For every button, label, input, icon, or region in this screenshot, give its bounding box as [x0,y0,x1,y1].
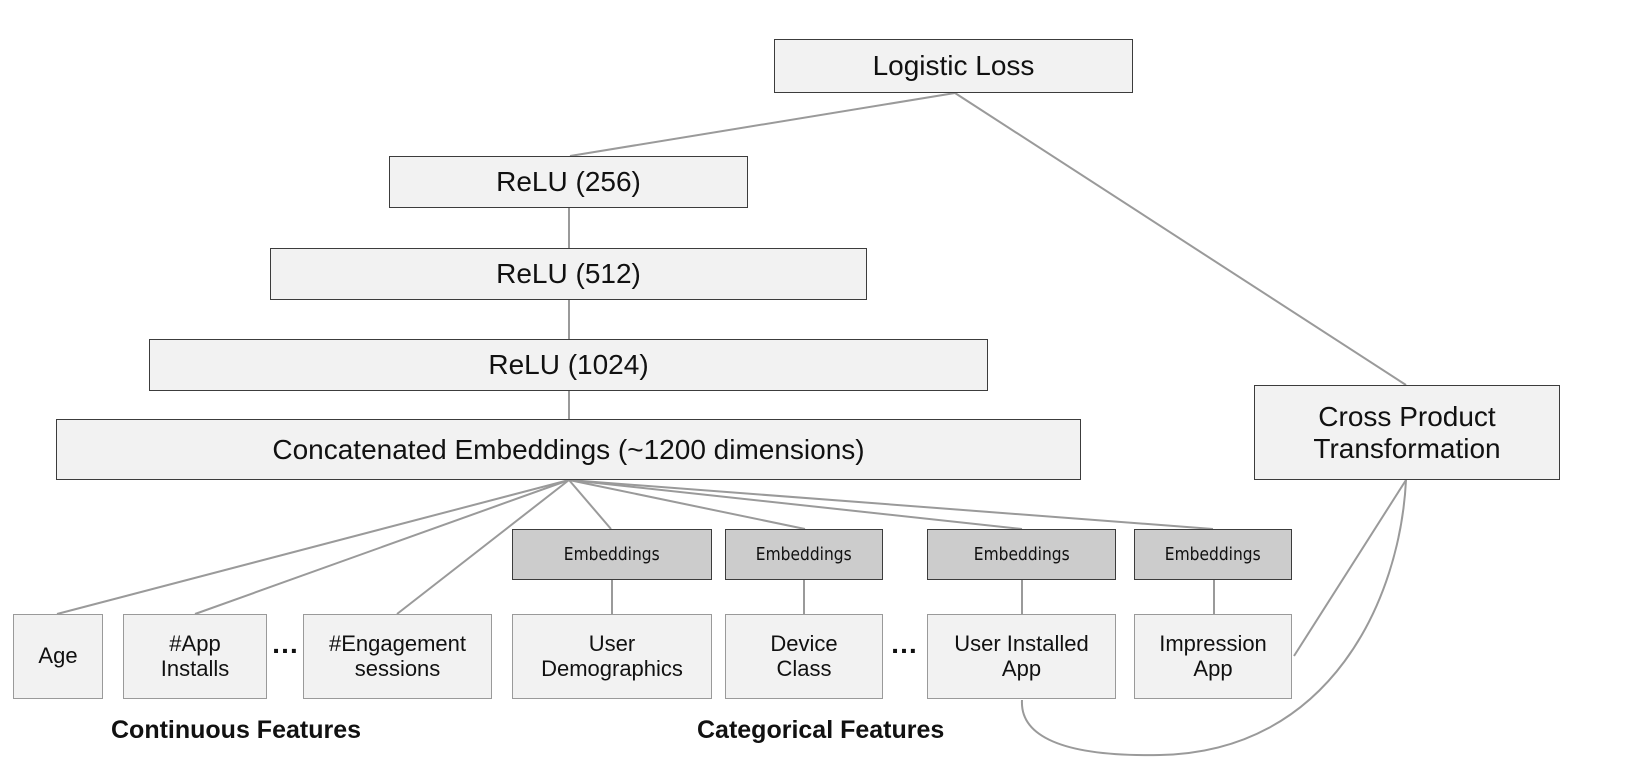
edge-crossproduct-impressionapp [1293,479,1407,657]
continuous-features-label: Continuous Features [111,716,362,744]
edge-concat-appinstalls [194,479,570,615]
feature-impression-app: Impression App [1134,614,1292,699]
feature-app-installs: #App Installs [123,614,267,699]
concatenated-embeddings-box: Concatenated Embeddings (~1200 dimension… [56,419,1081,480]
edge-concat-age [56,479,570,615]
embeddings-box-user-installed-app: Embeddings [927,529,1116,580]
edge-concat-emb4 [568,479,1214,530]
relu-256-box: ReLU (256) [389,156,748,208]
edge-loss-relu256 [569,92,956,157]
embeddings-box-user-demographics: Embeddings [512,529,712,580]
edge-concat-emb3 [568,479,1023,530]
continuous-ellipsis: … [271,628,300,659]
edge-loss-crossproduct [954,92,1407,386]
embeddings-box-device-class: Embeddings [725,529,883,580]
embeddings-box-impression-app: Embeddings [1134,529,1292,580]
relu-1024-box: ReLU (1024) [149,339,988,391]
feature-user-installed-app: User Installed App [927,614,1116,699]
feature-device-class: Device Class [725,614,883,699]
feature-engagement-sessions: #Engagement sessions [303,614,492,699]
categorical-ellipsis: … [890,628,919,659]
edge-crossproduct-installedapp [1020,479,1407,757]
cross-product-transformation-box: Cross Product Transformation [1254,385,1560,480]
logistic-loss-box: Logistic Loss [774,39,1133,93]
categorical-features-label: Categorical Features [697,716,945,744]
feature-user-demographics: User Demographics [512,614,712,699]
edge-concat-emb1 [568,479,612,530]
relu-512-box: ReLU (512) [270,248,867,300]
edge-concat-engagement [396,479,570,615]
feature-age: Age [13,614,103,699]
edge-concat-emb2 [568,479,806,530]
